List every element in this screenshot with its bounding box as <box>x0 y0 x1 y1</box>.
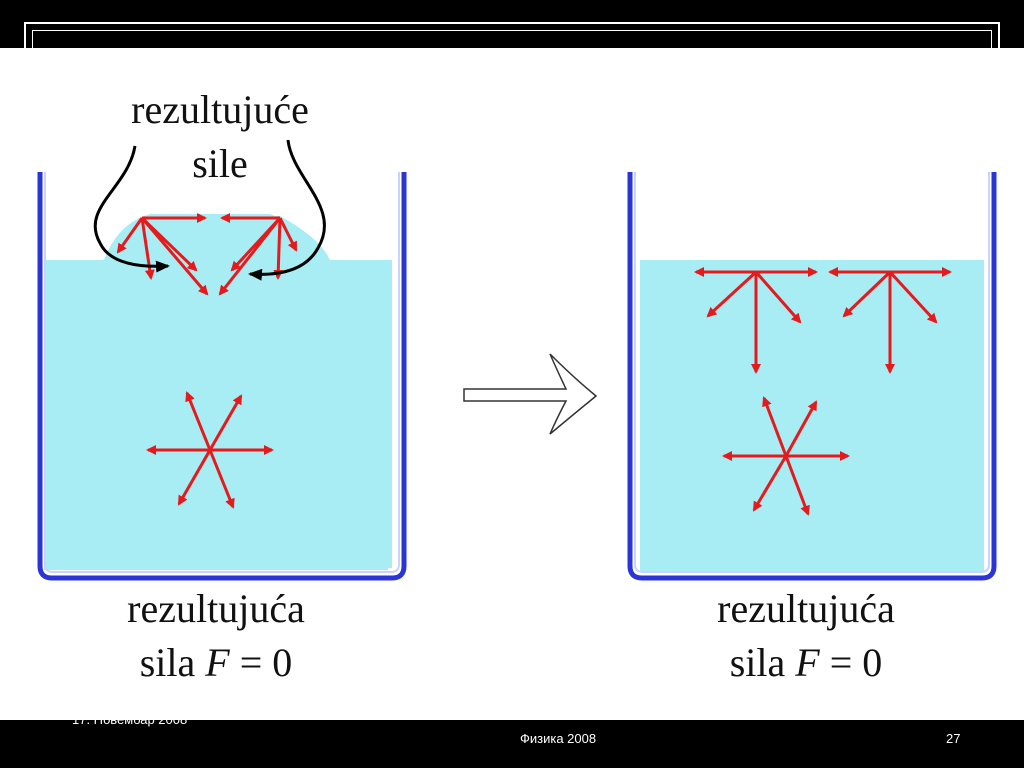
left-caption-suffix: = 0 <box>229 640 293 685</box>
left-caption: rezultujuća sila F = 0 <box>36 582 396 690</box>
left-container-wall <box>37 172 407 581</box>
right-surface-molecule-2-arrows <box>828 267 952 374</box>
left-container-inner-wall <box>44 172 400 573</box>
slide-canvas: rezultujuće sile rezultujuća sila F = 0 … <box>0 48 1024 720</box>
right-container-wall <box>627 172 997 581</box>
right-water <box>640 260 984 572</box>
surface-forces-label-line2: sile <box>192 141 248 186</box>
left-caption-line2: sila F = 0 <box>36 636 396 690</box>
left-water-body <box>52 214 392 568</box>
right-surface-molecule-1-arrows <box>694 267 818 374</box>
callout-arrow-right <box>248 139 326 281</box>
left-caption-variable: F <box>205 640 230 685</box>
left-surface-molecule-1-arrows <box>116 213 209 296</box>
footer-date: 17. Новембар 2008 <box>72 712 188 727</box>
surface-forces-label-line1: rezultujuće <box>131 87 309 132</box>
right-caption-suffix: = 0 <box>819 640 883 685</box>
footer-center-text: Физика 2008 <box>520 731 597 746</box>
diagram <box>37 139 997 581</box>
callout-arrow-left <box>93 145 170 273</box>
right-container <box>627 172 997 581</box>
right-caption-variable: F <box>795 640 820 685</box>
left-surface-molecule-2-arrows <box>218 213 298 296</box>
left-caption-prefix: sila <box>139 640 206 685</box>
right-interior-molecule-arrows <box>722 396 850 516</box>
right-caption-line2: sila F = 0 <box>626 636 986 690</box>
right-container-inner-wall <box>634 172 990 573</box>
right-caption-prefix: sila <box>729 640 796 685</box>
right-caption-line1: rezultujuća <box>717 586 895 631</box>
left-container <box>37 172 407 581</box>
footer-page-number: 27 <box>946 731 961 746</box>
transition-arrow-icon <box>463 353 598 435</box>
left-caption-line1: rezultujuća <box>127 586 305 631</box>
right-caption: rezultujuća sila F = 0 <box>626 582 986 690</box>
left-interior-molecule-arrows <box>146 391 274 509</box>
